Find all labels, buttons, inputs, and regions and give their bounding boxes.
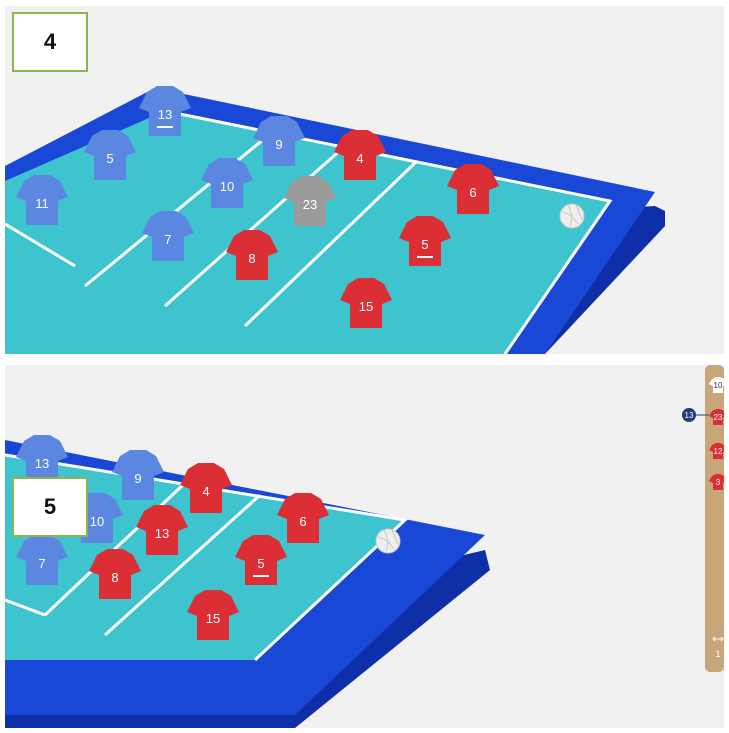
svg-text:23: 23 [303, 197, 317, 212]
top-players-layer: 13 5 9 11 10 7 4 6 [5, 6, 724, 354]
svg-text:5: 5 [421, 237, 428, 252]
svg-text:5: 5 [257, 556, 264, 571]
svg-text:15: 15 [359, 299, 373, 314]
jersey-red-5[interactable]: 5 [235, 535, 287, 585]
jersey-red-5[interactable]: 5 [399, 216, 451, 266]
court-view-step-5: 13 9 10 7 4 13 6 8 [5, 365, 724, 728]
svg-text:10: 10 [90, 514, 104, 529]
svg-text:8: 8 [111, 570, 118, 585]
svg-text:11: 11 [35, 196, 49, 211]
svg-text:13: 13 [35, 456, 49, 471]
svg-text:13: 13 [685, 411, 694, 420]
jersey-red-8[interactable]: 8 [226, 230, 278, 280]
svg-text:23: 23 [714, 413, 723, 422]
jersey-red-6[interactable]: 6 [447, 164, 499, 214]
jersey-blue-9[interactable]: 9 [253, 116, 305, 166]
court-view-step-4: 13 5 9 11 10 7 4 6 [5, 6, 724, 354]
sidebar-bottom-label: 1 [715, 649, 720, 659]
svg-text:13: 13 [155, 526, 169, 541]
volleyball-icon[interactable] [560, 204, 584, 228]
jersey-blue-13[interactable]: 13 [139, 86, 191, 136]
volleyball-icon[interactable] [376, 529, 400, 553]
svg-text:4: 4 [202, 484, 209, 499]
svg-text:13: 13 [158, 107, 172, 122]
jersey-red-6[interactable]: 6 [277, 493, 329, 543]
step-label: 4 [12, 12, 88, 72]
substitutes-sidebar: 10 23 12 3 13 1 [682, 365, 724, 672]
svg-text:9: 9 [275, 137, 282, 152]
jersey-blue-10[interactable]: 10 [201, 158, 253, 208]
step-label: 5 [12, 477, 88, 537]
svg-text:8: 8 [248, 251, 255, 266]
sidebar-badge[interactable]: 13 [682, 408, 709, 422]
jersey-red-8[interactable]: 8 [89, 549, 141, 599]
jersey-blue-7[interactable]: 7 [16, 535, 68, 585]
jersey-red-4[interactable]: 4 [334, 130, 386, 180]
svg-text:6: 6 [299, 514, 306, 529]
svg-text:10: 10 [714, 381, 723, 390]
jersey-red-13[interactable]: 13 [136, 505, 188, 555]
svg-text:12: 12 [714, 447, 723, 456]
svg-text:3: 3 [716, 478, 721, 487]
jersey-blue-7[interactable]: 7 [142, 211, 194, 261]
jersey-libero-23[interactable]: 23 [284, 176, 336, 226]
svg-text:15: 15 [206, 611, 220, 626]
bottom-players-layer: 13 9 10 7 4 13 6 8 [5, 365, 724, 728]
svg-text:9: 9 [134, 471, 141, 486]
svg-text:5: 5 [106, 151, 113, 166]
svg-text:6: 6 [469, 185, 476, 200]
jersey-red-4[interactable]: 4 [180, 463, 232, 513]
jersey-blue-11[interactable]: 11 [16, 175, 68, 225]
jersey-red-15[interactable]: 15 [340, 278, 392, 328]
jersey-blue-9[interactable]: 9 [112, 450, 164, 500]
svg-text:7: 7 [38, 556, 45, 571]
svg-text:7: 7 [164, 232, 171, 247]
jersey-red-15[interactable]: 15 [187, 590, 239, 640]
jersey-blue-5[interactable]: 5 [84, 130, 136, 180]
svg-text:10: 10 [220, 179, 234, 194]
svg-text:4: 4 [356, 151, 363, 166]
